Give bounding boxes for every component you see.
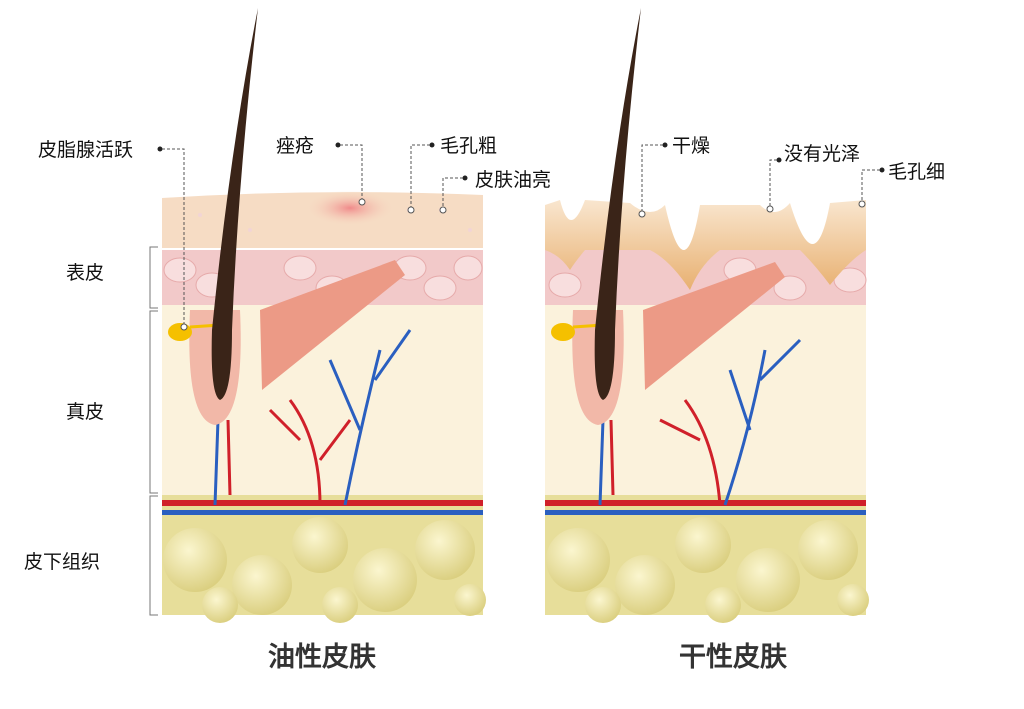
dry-skin-title: 干性皮肤 xyxy=(679,642,788,673)
label-sebaceous-active: 皮脂腺活跃 xyxy=(38,139,133,161)
label-subcutaneous: 皮下组织 xyxy=(24,551,100,573)
label-fine-pores: 毛孔细 xyxy=(888,161,945,183)
dry-skin-panel: 干性皮肤 xyxy=(545,8,869,673)
oily-skin-title: 油性皮肤 xyxy=(268,642,377,673)
hair xyxy=(211,8,258,400)
acne-spot xyxy=(305,190,395,226)
label-oily-shine: 皮肤油亮 xyxy=(475,169,551,191)
dry-surface-layer xyxy=(545,200,866,290)
label-acne: 痤疮 xyxy=(276,135,314,157)
label-large-pores: 毛孔粗 xyxy=(440,135,497,157)
label-epidermis: 表皮 xyxy=(66,262,104,284)
muscle xyxy=(260,260,405,390)
sebaceous-gland xyxy=(168,323,192,341)
label-dermis: 真皮 xyxy=(66,401,104,423)
label-dry: 干燥 xyxy=(672,135,710,157)
layer-brackets xyxy=(149,246,158,616)
oily-skin-panel: 油性皮肤 xyxy=(162,8,486,673)
label-dull: 没有光泽 xyxy=(784,143,860,165)
